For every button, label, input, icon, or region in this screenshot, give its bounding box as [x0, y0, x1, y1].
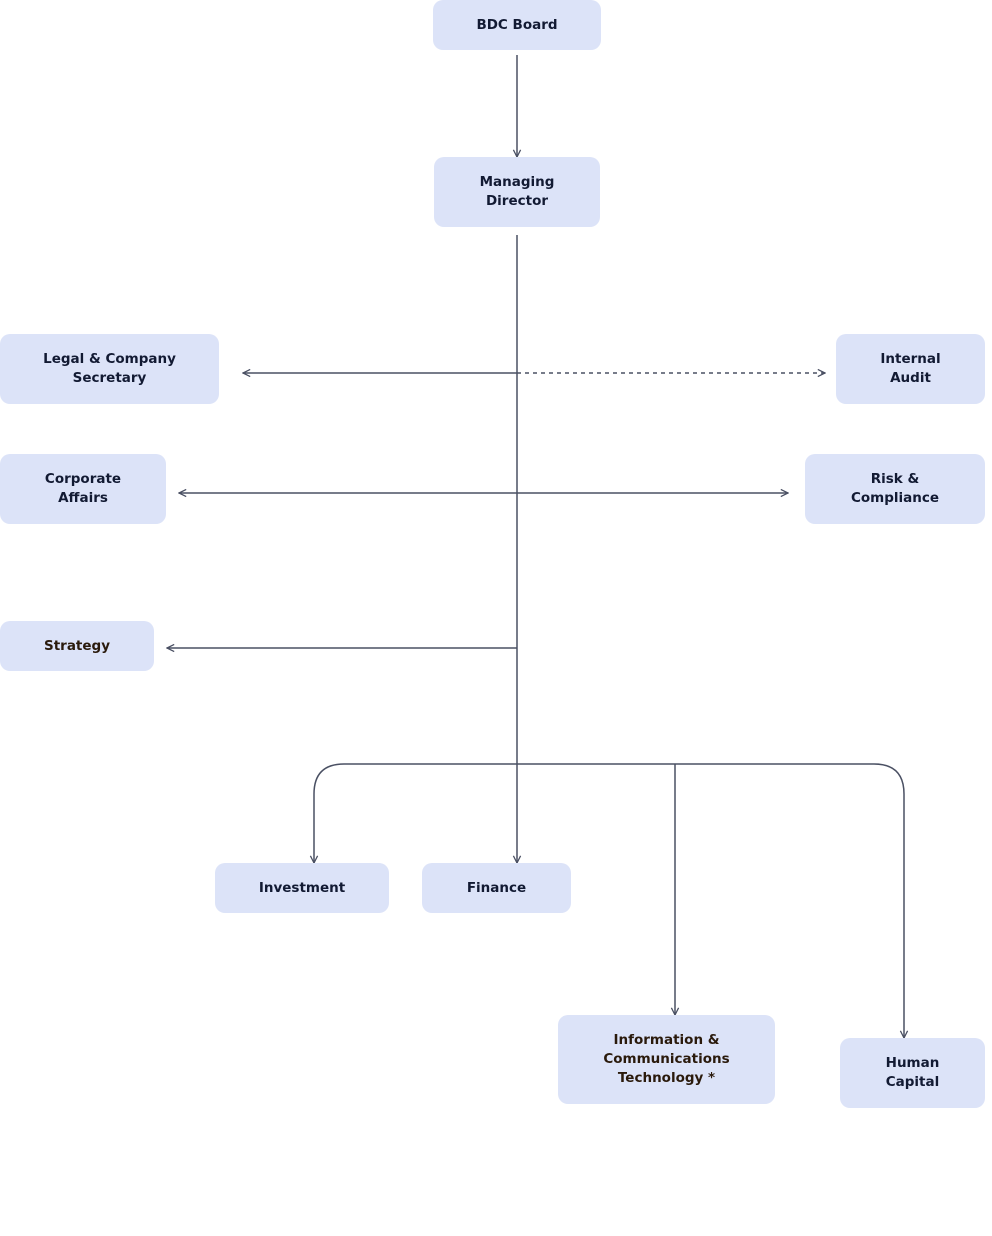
node-finance[interactable]: Finance — [422, 863, 571, 913]
node-corporate-affairs[interactable]: Corporate Affairs — [0, 454, 166, 524]
node-investment[interactable]: Investment — [215, 863, 389, 913]
node-finance-label: Finance — [466, 879, 527, 896]
node-corporate-affairs-label: Corporate Affairs — [44, 471, 122, 506]
node-managing-director-label: Managing Director — [479, 174, 555, 209]
node-strategy-label: Strategy — [43, 637, 111, 654]
node-human-capital-label: Human Capital — [885, 1055, 940, 1090]
node-risk-compliance-label: Risk & Compliance — [850, 471, 940, 506]
node-human-capital[interactable]: Human Capital — [840, 1038, 985, 1108]
node-internal-audit[interactable]: Internal Audit — [836, 334, 985, 404]
node-risk-compliance[interactable]: Risk & Compliance — [805, 454, 985, 524]
connector-to-human-capital — [873, 763, 904, 1038]
node-bdc-board-label: BDC Board — [476, 16, 558, 33]
node-internal-audit-label: Internal Audit — [880, 351, 941, 386]
node-ict-label: Information & Communications Technology … — [603, 1032, 730, 1086]
node-strategy[interactable]: Strategy — [0, 621, 154, 671]
node-bdc-board[interactable]: BDC Board — [433, 0, 601, 50]
node-legal-company-secretary-label: Legal & Company Secretary — [43, 351, 176, 386]
connector-bus-to-investment — [314, 763, 517, 863]
node-managing-director[interactable]: Managing Director — [434, 157, 600, 227]
node-information-communications-technology[interactable]: Information & Communications Technology … — [558, 1015, 775, 1104]
node-investment-label: Investment — [258, 879, 346, 896]
node-legal-company-secretary[interactable]: Legal & Company Secretary — [0, 334, 219, 404]
